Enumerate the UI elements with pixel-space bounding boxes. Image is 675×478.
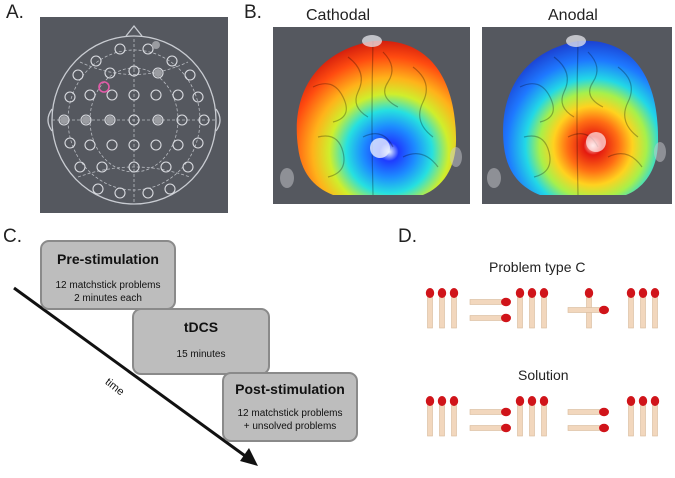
pre-stimulation-line2: 2 minutes each	[74, 293, 142, 304]
panel-label-a: A.	[6, 2, 24, 23]
pre-stimulation-box: Pre-stimulation 12 matchstick problems 2…	[40, 240, 176, 310]
post-stimulation-box: Post-stimulation 12 matchstick problems …	[222, 372, 358, 442]
problem-type-title: Problem type C	[489, 259, 586, 275]
pre-stimulation-title: Pre-stimulation	[57, 251, 159, 267]
solution-title: Solution	[518, 367, 569, 383]
panel-label-b: B.	[244, 2, 262, 23]
post-stimulation-line2: + unsolved problems	[243, 421, 337, 432]
tdcs-duration: 15 minutes	[176, 349, 226, 360]
problem-equation	[425, 287, 660, 329]
cathodal-brain-render	[280, 35, 462, 196]
post-stimulation-title: Post-stimulation	[235, 381, 345, 397]
anodal-brain-map	[482, 27, 672, 204]
anodal-title: Anodal	[548, 7, 598, 24]
timeline-arrow	[13, 286, 258, 466]
panel-label-c: C.	[3, 226, 22, 247]
cathodal-brain-map	[273, 27, 470, 204]
tdcs-box: tDCS 15 minutes	[132, 308, 270, 375]
pre-stimulation-line1: 12 matchstick problems	[55, 280, 161, 291]
solution-equation	[425, 395, 660, 437]
arrow-head-icon	[240, 448, 258, 466]
panel-label-d: D.	[398, 226, 417, 247]
tdcs-title: tDCS	[183, 319, 219, 335]
cathodal-title: Cathodal	[306, 7, 371, 24]
matchstick-equations	[425, 287, 660, 437]
eeg-head-diagram	[47, 24, 221, 205]
post-stimulation-line1: 12 matchstick problems	[237, 408, 343, 419]
eeg-montage-image	[40, 17, 228, 213]
anodal-brain-render	[487, 35, 666, 196]
